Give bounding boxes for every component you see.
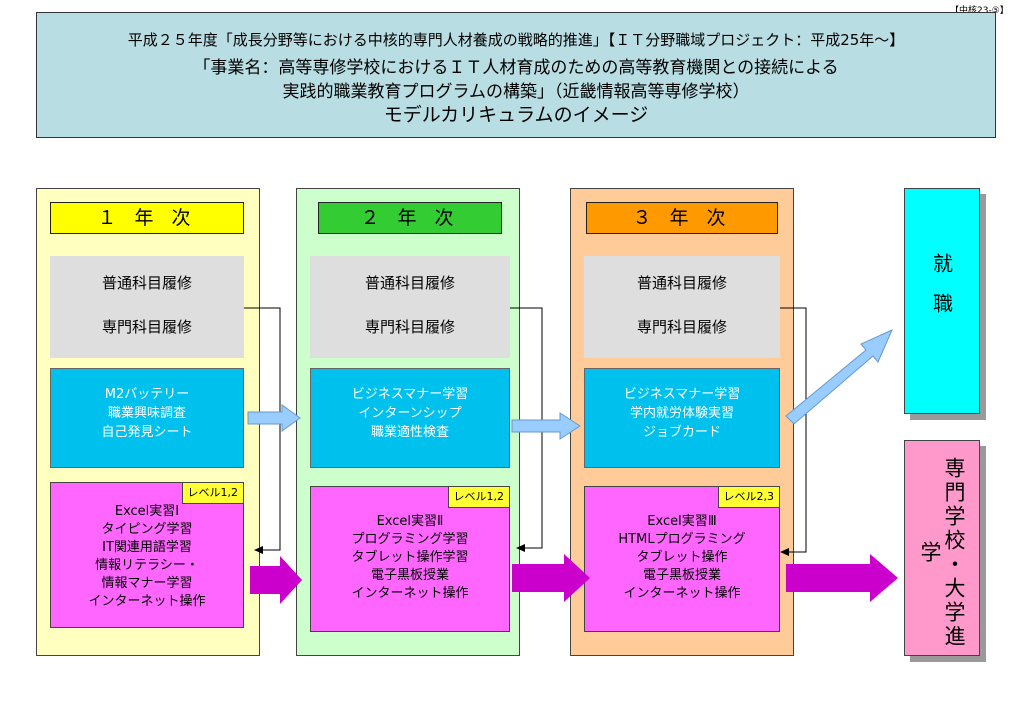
year-2-career-box: ビジネスマナー学習 インターンシップ 職業適性検査 (310, 368, 510, 468)
level-badge: レベル1,2 (447, 487, 509, 508)
year-3-subjects: 普通科目履修 専門科目履修 (584, 256, 780, 358)
it-item: 情報リテラシー・ (95, 558, 199, 573)
level-badge: レベル2,3 (717, 487, 779, 508)
it-item: プログラミング学習 (351, 532, 469, 547)
it-item: HTMLプログラミング (618, 532, 746, 547)
advancement-box: 専門学校・大学進学 (904, 440, 980, 656)
year-2-subjects: 普通科目履修 専門科目履修 (310, 256, 510, 358)
it-item: タイピング学習 (101, 522, 193, 537)
year-3-it-box: レベル2,3 Excel実習Ⅲ HTMLプログラミング タブレット操作 電子黒板… (584, 486, 780, 632)
it-item: インターネット操作 (623, 586, 741, 601)
it-flow-arrows (250, 554, 898, 604)
it-item: IT関連用語学習 (102, 540, 192, 555)
it-item: タブレット操作学習 (351, 550, 469, 565)
level-badge: レベル1,2 (181, 483, 243, 504)
it-item: インターネット操作 (351, 586, 469, 601)
career-item: M2バッテリー (104, 387, 190, 402)
specialized-subjects: 専門科目履修 (364, 318, 455, 336)
header-title: モデルカリキュラムのイメージ (383, 104, 649, 126)
career-item: インターンシップ (358, 406, 462, 421)
year-2-it-box: レベル1,2 Excel実習Ⅱ プログラミング学習 タブレット操作学習 電子黒板… (310, 486, 510, 632)
it-item: 電子黒板授業 (642, 568, 721, 583)
career-flow-arrows (247, 329, 893, 440)
career-item: 職業興味調査 (107, 406, 186, 421)
career-item: 自己発見シート (101, 425, 193, 440)
year-1-label: １ 年 次 (50, 202, 244, 234)
it-item: 情報マナー学習 (101, 576, 193, 591)
year-2-label: ２ 年 次 (318, 202, 502, 234)
career-item: ビジネスマナー学習 (623, 387, 741, 402)
header-box: 平成２５年度「成長分野等における中核的専門人材養成の戦略的推進」【ＩＴ分野職域プ… (36, 12, 996, 138)
year-1-it-box: レベル1,2 Excel実習Ⅰ タイピング学習 IT関連用語学習 情報リテラシー… (50, 482, 244, 628)
specialized-subjects: 専門科目履修 (636, 318, 727, 336)
career-item: ビジネスマナー学習 (351, 387, 469, 402)
general-subjects: 普通科目履修 (364, 274, 455, 292)
year-3-career-box: ビジネスマナー学習 学内就労体験実習 ジョブカード (584, 368, 780, 468)
advancement-label: 専門学校・大学進学 (918, 457, 966, 649)
document-code: 【中核23-⑤】 (950, 6, 1009, 16)
it-item: タブレット操作 (636, 550, 728, 565)
career-item: ジョブカード (642, 425, 721, 440)
career-item: 職業適性検査 (370, 425, 449, 440)
header-line-1: 平成２５年度「成長分野等における中核的専門人材養成の戦略的推進」【ＩＴ分野職域プ… (127, 31, 905, 49)
general-subjects: 普通科目履修 (636, 274, 727, 292)
employment-box: 就職 (904, 188, 980, 414)
it-item: Excel実習Ⅰ (114, 504, 180, 519)
header-line-2: 「事業名：高等専修学校におけるＩＴ人材育成のための高等教育機関との接続による (193, 58, 839, 78)
it-item: Excel実習Ⅲ (647, 514, 717, 529)
year-1-subjects: 普通科目履修 専門科目履修 (50, 256, 244, 358)
it-item: Excel実習Ⅱ (376, 514, 444, 529)
specialized-subjects: 専門科目履修 (101, 318, 192, 336)
general-subjects: 普通科目履修 (101, 274, 192, 292)
it-item: インターネット操作 (88, 594, 206, 609)
connector-arrowheads (254, 544, 789, 556)
year-3-label: ３ 年 次 (586, 202, 778, 234)
year-1-career-box: M2バッテリー 職業興味調査 自己発見シート (50, 368, 244, 468)
career-item: 学内就労体験実習 (629, 406, 734, 421)
header-line-3: 実践的職業教育プログラムの構築」（近畿情報高等専修学校） (282, 82, 750, 102)
it-item: 電子黒板授業 (370, 568, 449, 583)
employment-label: 就職 (929, 253, 954, 333)
